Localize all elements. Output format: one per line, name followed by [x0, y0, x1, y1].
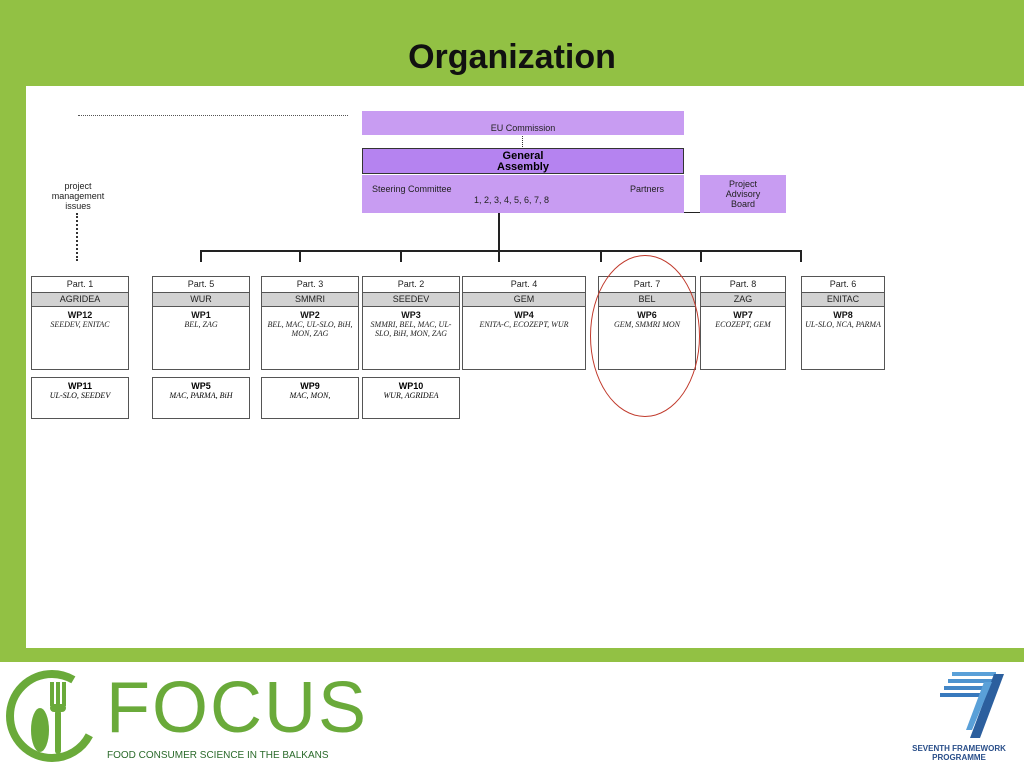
fp7-logo-icon [940, 672, 1004, 738]
connector-line [400, 250, 402, 262]
partner-card: Part. 1 AGRIDEA WP12 SEEDEV, ENITAC [31, 276, 129, 370]
part-label: Part. 4 [463, 277, 585, 293]
wp-label: WP2 [300, 310, 320, 320]
wp-label: WP12 [67, 310, 93, 320]
connector-line [299, 250, 301, 262]
wp-card: WP9 MAC, MON, [261, 377, 359, 419]
partners-label: Partners [630, 184, 665, 194]
wp-label: WP9 [300, 381, 320, 391]
wp-partners: WUR, AGRIDEA [383, 391, 439, 400]
wp-partners: SEEDEV, ENITAC [50, 320, 110, 329]
steering-committee-label: Steering Committee [372, 184, 452, 194]
advisory-label-2: Advisory [725, 189, 761, 199]
partner-card: Part. 6 ENITAC WP8 UL-SLO, NCA, PARMA [801, 276, 885, 370]
advisory-label-1: Project [728, 179, 757, 189]
part-label: Part. 2 [363, 277, 459, 293]
org-label: WUR [153, 293, 249, 307]
focus-logo-subtitle: FOOD CONSUMER SCIENCE IN THE BALKANS [107, 750, 329, 761]
highlight-circle [590, 255, 700, 417]
part-label: Part. 6 [802, 277, 884, 293]
dotted-connector [522, 136, 523, 147]
focus-logo-icon [6, 670, 98, 762]
partner-card: Part. 8 ZAG WP7 ECOZEPT, GEM [700, 276, 786, 370]
wp-label: WP10 [398, 381, 424, 391]
eu-commission-label: EU Commission [490, 123, 556, 133]
wp-partners: BEL, MAC, UL-SLO, BiH, MON, ZAG [267, 320, 353, 338]
wp-label: WP11 [67, 381, 92, 391]
page-title: Organization [408, 38, 616, 76]
wp-label: WP1 [191, 310, 211, 320]
partner-card: Part. 2 SEEDEV WP3 SMMRI, BEL, MAC, UL-S… [362, 276, 460, 370]
wp-partners: MAC, MON, [289, 391, 331, 400]
wp-label: WP3 [401, 310, 421, 320]
connector-line [684, 212, 700, 213]
wp-label: WP4 [514, 310, 534, 320]
connector-line [200, 250, 802, 252]
partner-numbers: 1, 2, 3, 4, 5, 6, 7, 8 [474, 195, 550, 205]
partner-card: Part. 5 WUR WP1 BEL, ZAG [152, 276, 250, 370]
wp-label: WP8 [833, 310, 853, 320]
part-label: Part. 8 [701, 277, 785, 293]
wp-partners: UL-SLO, SEEDEV [49, 391, 111, 400]
org-label: SMMRI [262, 293, 358, 307]
wp-label: WP5 [191, 381, 211, 391]
org-label: GEM [463, 293, 585, 307]
general-assembly-label-2: Assembly [497, 161, 549, 173]
advisory-label-3: Board [730, 199, 756, 209]
connector-line [498, 250, 500, 262]
dotted-connector [78, 115, 348, 116]
pm-line-2: management [51, 191, 105, 201]
connector-line [600, 250, 602, 262]
pm-line-3: issues [65, 201, 91, 211]
partner-card: Part. 4 GEM WP4 ENITA-C, ECOZEPT, WUR [462, 276, 586, 370]
project-management-text: project management issues [40, 181, 116, 211]
fp7-line-2: PROGRAMME [932, 753, 986, 762]
dotted-connector [76, 213, 78, 261]
wp-partners: BEL, ZAG [184, 320, 218, 329]
org-label: SEEDEV [363, 293, 459, 307]
wp-partners: SMMRI, BEL, MAC, UL-SLO, BiH, MON, ZAG [370, 320, 452, 338]
fp7-line-1: SEVENTH FRAMEWORK [912, 744, 1006, 753]
wp-partners: ECOZEPT, GEM [715, 320, 771, 329]
part-label: Part. 5 [153, 277, 249, 293]
general-assembly-box: General Assembly [362, 148, 684, 174]
wp-card: WP5 MAC, PARMA, BiH [152, 377, 250, 419]
connector-line [498, 213, 500, 251]
connector-line [700, 250, 702, 262]
wp-partners: UL-SLO, NCA, PARMA [805, 320, 881, 329]
wp-label: WP7 [733, 310, 753, 320]
footer [0, 662, 1024, 768]
org-label: ZAG [701, 293, 785, 307]
wp-card: WP11 UL-SLO, SEEDEV [31, 377, 129, 419]
pm-line-1: project [64, 181, 92, 191]
org-label: ENITAC [802, 293, 884, 307]
fp7-logo-text: SEVENTH FRAMEWORK PROGRAMME [898, 744, 1020, 762]
connector-line [200, 250, 202, 262]
advisory-board-box: Project Advisory Board [700, 175, 786, 213]
part-label: Part. 1 [32, 277, 128, 293]
wp-card: WP10 WUR, AGRIDEA [362, 377, 460, 419]
partner-card: Part. 3 SMMRI WP2 BEL, MAC, UL-SLO, BiH,… [261, 276, 359, 370]
part-label: Part. 3 [262, 277, 358, 293]
org-label: AGRIDEA [32, 293, 128, 307]
connector-line [800, 250, 802, 262]
eu-commission-box: EU Commission [362, 111, 684, 135]
steering-committee-box: Steering Committee Partners 1, 2, 3, 4, … [362, 175, 684, 213]
wp-partners: ENITA-C, ECOZEPT, WUR [479, 320, 569, 329]
wp-partners: MAC, PARMA, BiH [169, 391, 233, 400]
focus-logo-word: FOCUS [106, 668, 368, 748]
general-assembly-label-1: General [502, 150, 544, 162]
